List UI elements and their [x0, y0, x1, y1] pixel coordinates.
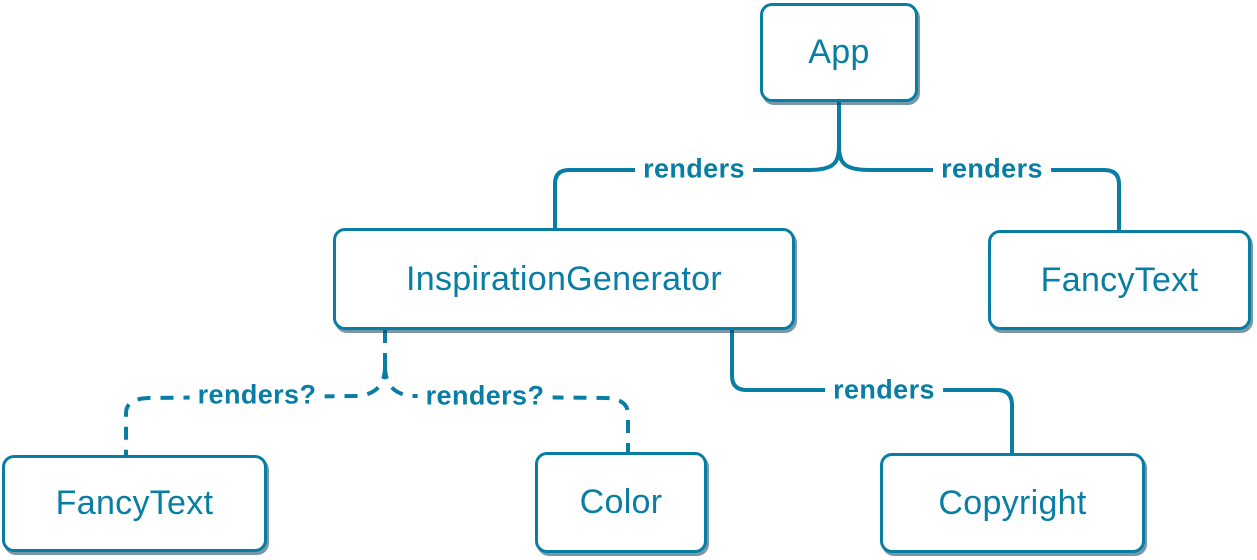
edge-inspiration-generator-to-color-dashed-line: [383, 365, 630, 452]
edge-app-to-fancy-text-line: [837, 144, 1121, 232]
edge-app-to-inspiration-generator-line: [553, 144, 841, 230]
node-fancy-text-bottom: FancyText: [2, 455, 267, 552]
edge-inspiration-generator-to-fancy-text-dashed-line: [124, 365, 387, 455]
node-color: Color: [535, 452, 707, 553]
edge-label-app-inspiration-generator: renders: [635, 151, 753, 187]
node-inspiration-generator: InspirationGenerator: [333, 228, 795, 330]
edge-label-app-fancy-text: renders: [933, 151, 1051, 187]
node-app: App: [760, 3, 918, 102]
edge-label-inspiration-generator-fancy-text: renders?: [189, 377, 325, 413]
node-copyright: Copyright: [880, 453, 1145, 553]
node-fancy-text-top: FancyText: [988, 230, 1251, 330]
edge-label-inspiration-generator-copyright: renders: [825, 372, 943, 408]
edge-label-inspiration-generator-color: renders?: [417, 378, 553, 414]
